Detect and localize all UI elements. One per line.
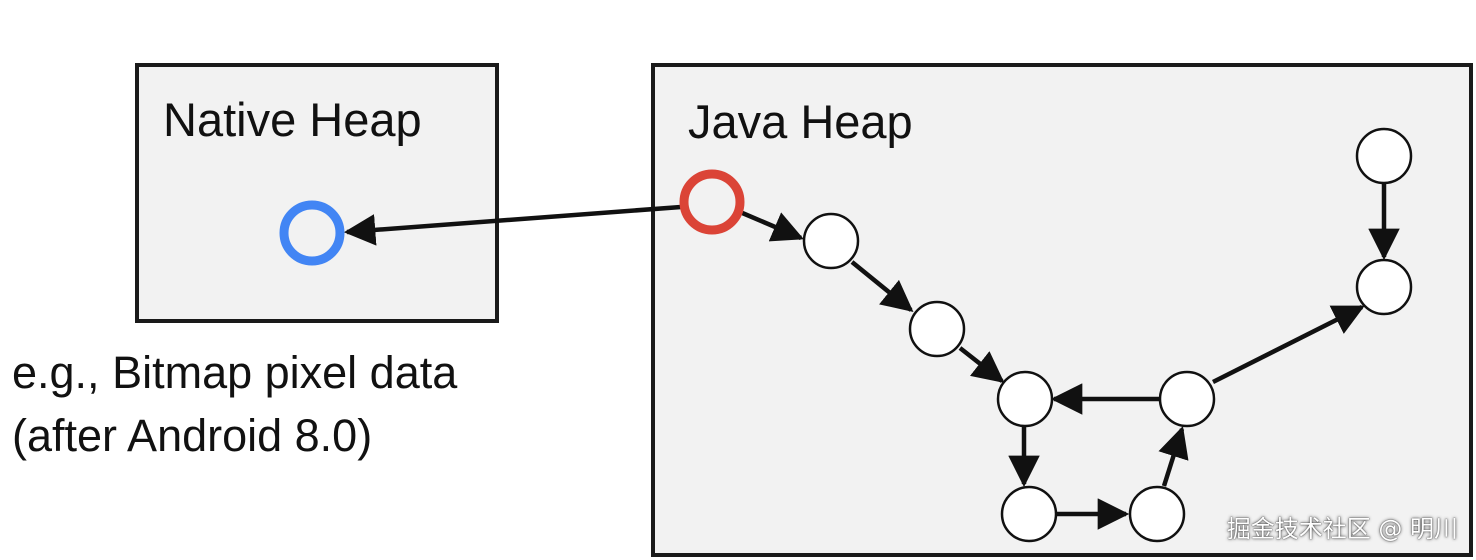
java-object-node-7 <box>1355 258 1413 316</box>
edge-node-6-to-node-7 <box>1211 304 1365 385</box>
java-object-node-5 <box>1128 485 1186 543</box>
java-object-node-3 <box>996 370 1054 428</box>
edge-root-to-native <box>343 204 682 246</box>
edge-node-1-to-node-2 <box>850 260 914 312</box>
java-object-node-8 <box>1355 127 1413 185</box>
edge-root-to-node-1 <box>739 209 804 242</box>
java-object-node-1 <box>802 212 860 270</box>
native-object-node <box>279 200 345 266</box>
native-heap-title: Native Heap <box>163 93 422 146</box>
native-heap-box <box>135 63 499 323</box>
java-heap-title: Java Heap <box>688 95 913 148</box>
edge-node-5-to-node-6 <box>1158 425 1189 487</box>
java-object-node-4 <box>1000 485 1058 543</box>
java-object-node-2 <box>908 300 966 358</box>
bitmap-java-object-node <box>679 169 745 235</box>
watermark: 掘金技术社区 @ 明川 <box>1226 515 1458 543</box>
edge-node-2-to-node-3 <box>958 346 1005 383</box>
java-object-node-6 <box>1158 370 1216 428</box>
native-heap-caption-line1: e.g., Bitmap pixel data <box>12 347 458 398</box>
native-heap-caption-line2: (after Android 8.0) <box>12 410 373 461</box>
